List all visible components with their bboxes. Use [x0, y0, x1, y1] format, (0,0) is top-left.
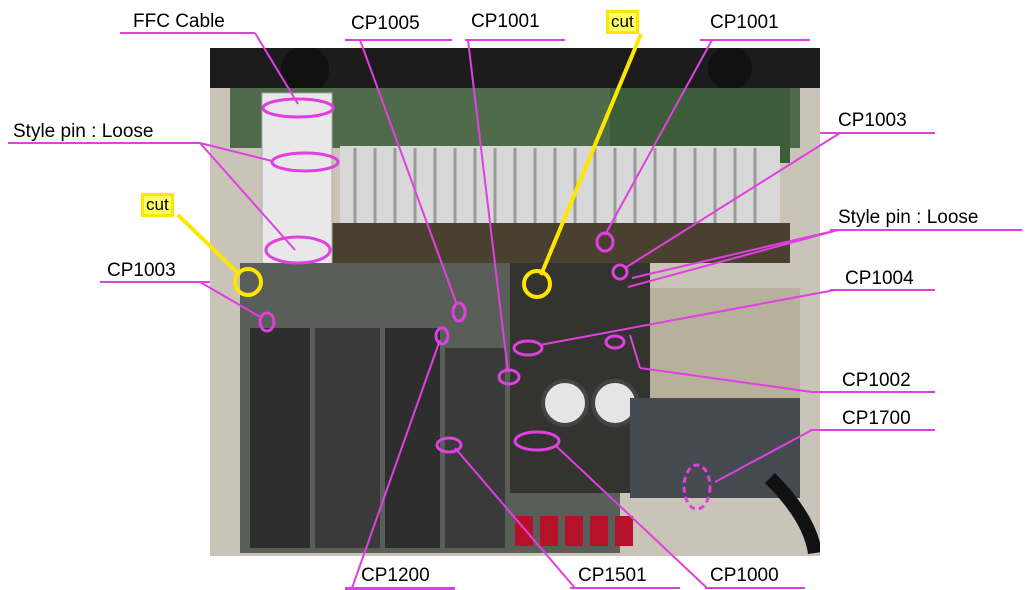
label-cp1001-b: CP1001 — [710, 12, 779, 33]
label-cut-top: cut — [606, 10, 639, 34]
label-cp1005: CP1005 — [351, 13, 420, 34]
label-cp1200: CP1200 — [361, 565, 430, 586]
leader-cut-top — [539, 33, 643, 276]
label-cp1002: CP1002 — [842, 370, 911, 391]
label-style-pin-right: Style pin : Loose — [838, 207, 979, 228]
leader-cut-left — [176, 213, 242, 277]
label-cp1000: CP1000 — [710, 565, 779, 586]
label-cut-left: cut — [141, 193, 174, 217]
device-photo — [210, 48, 820, 556]
label-cp1003-left: CP1003 — [107, 260, 176, 281]
label-style-pin-left: Style pin : Loose — [13, 121, 154, 142]
label-cp1501: CP1501 — [578, 565, 647, 586]
label-cp1001-a: CP1001 — [471, 11, 540, 32]
label-cp1004: CP1004 — [845, 268, 914, 289]
label-cp1700: CP1700 — [842, 408, 911, 429]
label-cp1003-right: CP1003 — [838, 110, 907, 131]
label-ffc-cable: FFC Cable — [133, 11, 225, 32]
